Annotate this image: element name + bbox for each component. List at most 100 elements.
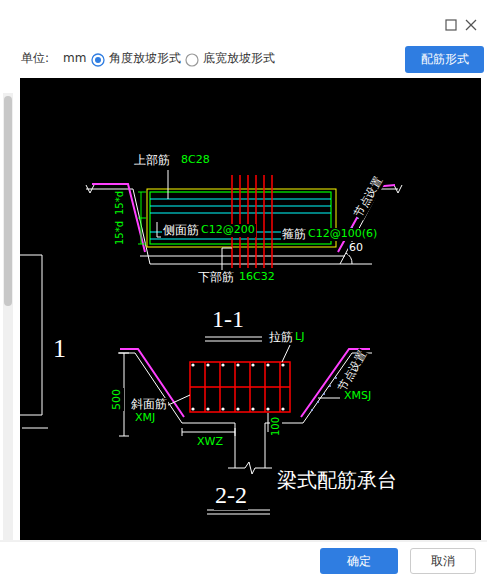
dimension-line — [124, 353, 125, 436]
section-underline — [207, 513, 270, 514]
dialog-art — [266, 363, 269, 366]
left-section-mark — [20, 255, 42, 415]
dialog-art — [281, 407, 284, 410]
section-number: 1 — [52, 334, 67, 364]
node-setting-dots — [323, 393, 325, 395]
window-controls — [466, 20, 476, 30]
pile-bar — [239, 175, 241, 268]
cap-outline — [86, 185, 94, 193]
dimension-line — [268, 413, 269, 432]
cap-rebar-grid — [279, 362, 281, 412]
window-controls — [446, 20, 456, 30]
rebar-name: 拉筋 — [268, 331, 294, 345]
node-setting-dots — [311, 409, 313, 411]
dialog-art — [221, 407, 224, 410]
unit-value: mm — [62, 52, 87, 66]
cap-outline — [235, 423, 236, 468]
rebar-name: 上部筋 — [133, 154, 171, 168]
pile-bar — [232, 175, 272, 268]
angle-mark — [340, 253, 372, 264]
cap-outline — [140, 256, 345, 257]
figure-caption: 梁式配筋承台 — [276, 469, 398, 492]
slope-bar — [120, 349, 184, 417]
dialog-art — [236, 363, 239, 366]
dialog-art — [281, 363, 284, 366]
secondary-button: 取消 — [410, 548, 476, 574]
dimension-text: XWZ — [196, 436, 224, 449]
dialog-art — [236, 407, 239, 410]
leader-line — [157, 170, 232, 270]
slope-bar — [120, 349, 370, 417]
dimension-line — [235, 428, 236, 436]
cap-rebar-grid — [264, 362, 266, 412]
dimension-text: 500 — [111, 388, 124, 411]
slope-bar — [301, 349, 370, 417]
footer-separator — [0, 541, 487, 542]
dimension-line — [119, 353, 129, 354]
cap-outline — [394, 185, 402, 193]
anchor-dimension — [138, 192, 146, 244]
rebar-spec: 16C32 — [238, 271, 276, 284]
dimension-line — [119, 436, 129, 437]
radio-button — [92, 54, 104, 66]
drawing-canvas — [20, 78, 481, 540]
section-underline — [205, 337, 270, 514]
leader-line — [282, 345, 290, 362]
dialog-art — [221, 363, 224, 366]
cap-outline — [228, 462, 272, 474]
angle-mark — [340, 264, 372, 265]
rebar-spec: XMSJ — [343, 390, 372, 403]
dimension-text: 15*d — [114, 190, 126, 216]
cap-rebar-grid — [190, 362, 290, 412]
slope-bar — [92, 184, 145, 252]
radio-button — [186, 54, 198, 66]
cap-rebar-grid — [204, 362, 206, 412]
cap-outline — [265, 423, 266, 468]
rebar-name: 侧面筋 — [162, 224, 200, 238]
primary-button: 配筋形式 — [405, 46, 484, 73]
angle-text: 60 — [348, 242, 364, 255]
scrollbar — [4, 96, 12, 306]
button-text: 取消 — [431, 553, 455, 570]
dialog-art — [266, 407, 269, 410]
window-controls — [466, 20, 476, 30]
anchor-dimension — [138, 244, 146, 245]
cap-rebar-grid — [234, 362, 236, 412]
button-text: 确定 — [347, 553, 371, 570]
cap-outline — [86, 185, 402, 264]
rebar-spec: LJ — [294, 331, 305, 344]
leader-line — [318, 398, 340, 399]
anchor-dimension — [138, 192, 146, 193]
cap-rebar-grid — [190, 362, 290, 412]
dialog-art — [251, 363, 254, 366]
pile-bar — [231, 175, 233, 268]
section-underline — [205, 336, 262, 337]
button-text: 配筋形式 — [421, 51, 469, 68]
primary-button: 确定 — [320, 548, 398, 574]
node-setting-dots — [329, 385, 331, 387]
rebar-name: 箍筋 — [281, 228, 307, 242]
section-underline — [205, 340, 262, 341]
dialog-art — [251, 407, 254, 410]
dimension-line — [119, 353, 268, 436]
rebar-spec: C12@200 — [200, 224, 256, 237]
left-section-mark — [20, 255, 48, 428]
section-title: 1-1 — [211, 306, 245, 334]
leader-line — [166, 395, 190, 406]
angle-mark — [346, 253, 352, 264]
scrollbar — [3, 93, 13, 540]
scrollbar — [3, 93, 13, 540]
dimension-text: 100 — [270, 416, 282, 437]
leader-line — [168, 170, 169, 199]
dialog-art — [206, 407, 209, 410]
dimension-line — [182, 432, 235, 433]
window-controls — [446, 20, 476, 30]
rebar-name: 下部筋 — [197, 271, 235, 285]
node-setting-dots — [335, 377, 337, 379]
pile-bar — [271, 175, 273, 268]
section-title: 2-2 — [214, 482, 248, 510]
leader-line — [166, 345, 340, 406]
field-label: 单位: — [20, 52, 50, 66]
dialog-art — [191, 407, 194, 410]
dimension-line — [182, 428, 183, 436]
